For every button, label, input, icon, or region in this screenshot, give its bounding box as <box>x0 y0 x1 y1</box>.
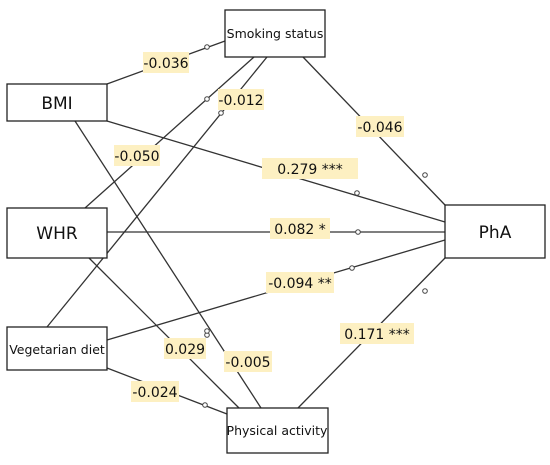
marker-whr-smoking <box>204 96 210 102</box>
coef-activity-pha: 0.171 *** <box>340 323 414 344</box>
coef-bg <box>224 351 272 372</box>
coef-text: 0.171 *** <box>344 327 410 343</box>
coef-text: -0.012 <box>218 93 263 109</box>
marker-bmi-pha <box>354 190 360 196</box>
node-physical-activity[interactable]: Physical activity <box>226 407 329 454</box>
marker-activity-pha <box>422 288 428 294</box>
node-bmi[interactable]: BMI <box>6 83 108 122</box>
marker-smoking-pha <box>422 172 428 178</box>
coef-bg <box>262 158 358 179</box>
variable-nodes: BMI WHR Vegetarian diet Smoking status P… <box>6 9 546 454</box>
coef-veg-smoking: -0.012 <box>218 89 264 110</box>
coef-whr-smoking: -0.050 <box>114 145 160 166</box>
marker-veg-smoking <box>218 110 224 116</box>
coef-bg <box>270 218 330 239</box>
coef-text: -0.036 <box>143 56 188 72</box>
coef-smoking-pha: -0.046 <box>356 116 404 137</box>
node-box <box>6 207 108 259</box>
node-vegetarian-diet[interactable]: Vegetarian diet <box>6 326 108 371</box>
node-label-activity: Physical activity <box>227 423 328 438</box>
marker-bmi-activity <box>204 328 210 334</box>
node-label-vegetarian: Vegetarian diet <box>9 342 105 357</box>
node-label-whr: WHR <box>36 224 78 244</box>
coef-text: -0.005 <box>225 355 270 371</box>
coef-bg <box>266 272 334 293</box>
node-label-smoking: Smoking status <box>227 26 324 41</box>
node-box <box>6 326 108 371</box>
line-whr-activity <box>88 257 240 409</box>
node-box <box>224 9 326 58</box>
coef-bg <box>356 116 404 137</box>
marker-bmi-smoking <box>204 44 210 50</box>
node-pha[interactable]: PhA <box>444 204 546 259</box>
line-whr-smoking <box>84 56 255 209</box>
marker-veg-activity <box>202 402 208 408</box>
node-box <box>6 83 108 122</box>
node-smoking-status[interactable]: Smoking status <box>224 9 326 58</box>
coef-whr-pha: 0.082 * <box>270 218 330 239</box>
coef-bg <box>218 89 264 110</box>
node-box <box>226 407 329 454</box>
coef-bg <box>131 381 179 402</box>
coef-veg-pha: -0.094 ** <box>266 272 334 293</box>
coef-bg <box>340 323 414 344</box>
coefficient-labels: -0.036 -0.050 -0.012 -0.046 0.279 *** 0.… <box>114 52 414 402</box>
node-whr[interactable]: WHR <box>6 207 108 259</box>
coef-bmi-pha: 0.279 *** <box>262 158 358 179</box>
node-box <box>444 204 546 259</box>
coef-text: -0.094 ** <box>268 276 332 292</box>
node-label-pha: PhA <box>479 223 512 243</box>
coef-bg <box>164 338 206 359</box>
marker-veg-pha <box>349 265 355 271</box>
path-markers <box>202 44 428 408</box>
coef-text: -0.024 <box>132 385 177 401</box>
coef-veg-activity: -0.024 <box>131 381 179 402</box>
coef-text: -0.046 <box>357 120 402 136</box>
coef-bmi-smoking: -0.036 <box>143 52 189 73</box>
node-label-bmi: BMI <box>41 94 72 114</box>
coef-bmi-activity: -0.005 <box>224 351 272 372</box>
coef-text: 0.029 <box>165 342 205 358</box>
coef-text: -0.050 <box>114 149 159 165</box>
coef-whr-activity: 0.029 <box>164 338 206 359</box>
coef-text: 0.279 *** <box>277 162 343 178</box>
marker-whr-pha <box>355 229 361 235</box>
coef-bg <box>143 52 189 73</box>
coef-text: 0.082 * <box>274 222 326 238</box>
coef-bg <box>114 145 160 166</box>
